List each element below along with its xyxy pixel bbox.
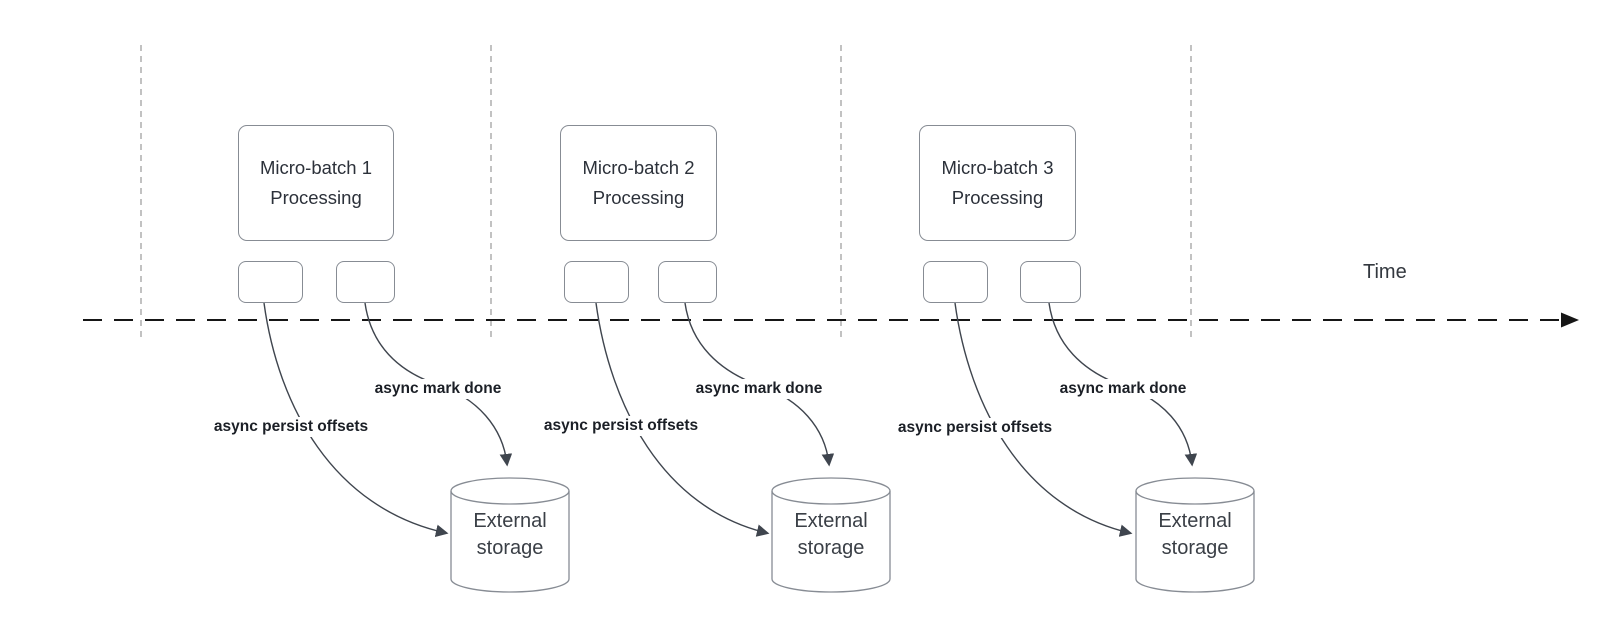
time-axis-label: Time — [1363, 261, 1407, 283]
persist-offsets-label-2: async persist offsets — [540, 416, 702, 436]
persist-task-box-1 — [238, 261, 303, 303]
persist-offsets-label-1: async persist offsets — [210, 417, 372, 437]
mark-done-label-3: async mark done — [1056, 379, 1190, 399]
processing-box-1: Micro-batch 1 Processing — [238, 125, 394, 241]
mark-task-box-1 — [336, 261, 395, 303]
mark-done-label-2: async mark done — [692, 379, 826, 399]
processing-box-2: Micro-batch 2 Processing — [560, 125, 717, 241]
storage-cylinder-2 — [771, 477, 891, 593]
persist-offsets-arrow-1 — [263, 302, 449, 537]
mark-task-box-2 — [658, 261, 717, 303]
persist-task-box-2 — [564, 261, 629, 303]
storage-label-2: External storage — [794, 510, 868, 559]
persist-offsets-label-3: async persist offsets — [894, 418, 1056, 438]
storage-cylinder-3 — [1135, 477, 1255, 593]
storage-cylinder-1 — [450, 477, 570, 593]
persist-offsets-arrow-2 — [595, 302, 770, 537]
persist-offsets-arrow-3 — [954, 302, 1133, 537]
mark-task-box-3 — [1020, 261, 1081, 303]
processing-box-3: Micro-batch 3 Processing — [919, 125, 1076, 241]
storage-label-3: External storage — [1158, 510, 1232, 559]
storage-label-1: External storage — [473, 510, 547, 559]
timeline-arrowhead-icon — [1561, 312, 1579, 328]
persist-task-box-3 — [923, 261, 988, 303]
mark-done-label-1: async mark done — [371, 379, 505, 399]
